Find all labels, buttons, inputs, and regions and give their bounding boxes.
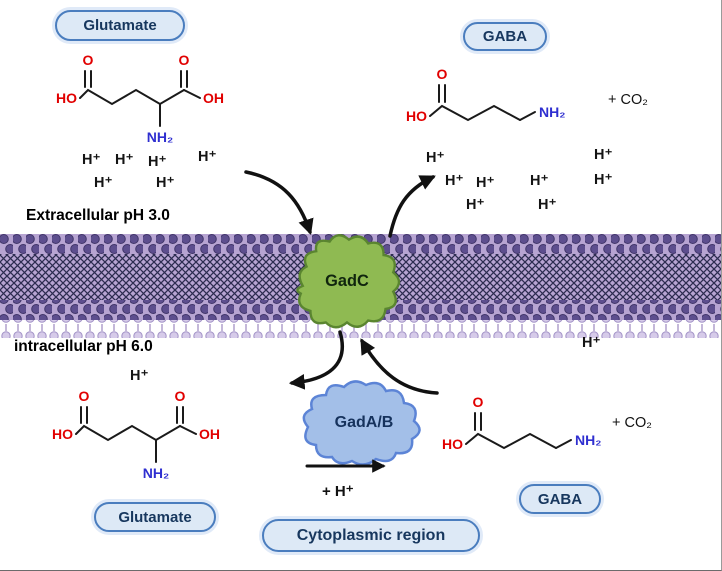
arrow-glutamate-into-gadc xyxy=(244,170,314,235)
cytoplasmic-region-pill: Cytoplasmic region xyxy=(262,519,480,552)
h-plus-ion: H⁺ xyxy=(594,147,613,163)
h-plus-ion: H⁺ xyxy=(426,150,445,166)
gadc-blob-shape xyxy=(296,234,401,329)
nh2-group: NH₂ xyxy=(143,465,169,481)
h-plus-ion: H⁺ xyxy=(445,173,464,189)
nh2-group: NH₂ xyxy=(147,129,173,145)
oh-group: OH xyxy=(199,426,220,442)
oxygen-atom: O xyxy=(437,66,448,82)
ho-group: HO xyxy=(406,108,427,124)
gadab-enzyme-blob: GadA/B xyxy=(302,380,421,466)
bond-lines xyxy=(75,406,197,463)
bond-lines xyxy=(79,70,201,127)
h-plus-ion: H⁺ xyxy=(156,175,175,191)
extracellular-ph-label: Extracellular pH 3.0 xyxy=(26,207,170,224)
gaba-pill-top-label: GABA xyxy=(482,28,528,45)
h-plus-ion: H⁺ xyxy=(538,197,557,213)
h-plus-ion: H⁺ xyxy=(582,335,601,351)
intracellular-ph-label: intracellular pH 6.0 xyxy=(14,338,153,355)
h-plus-ion: H⁺ xyxy=(148,154,167,170)
gaba-pill-top: GABA xyxy=(463,22,547,51)
h-plus-ion: H⁺ xyxy=(476,175,495,191)
cytoplasmic-region-label: Cytoplasmic region xyxy=(296,526,446,544)
glutamate-structure-top: HO O O OH NH₂ xyxy=(56,52,224,145)
glutamate-pill-bottom: Glutamate xyxy=(94,502,216,532)
ho-group: HO xyxy=(442,436,463,452)
glutamate-pill-top: Glutamate xyxy=(55,10,185,41)
oxygen-atom: O xyxy=(79,388,90,404)
glutamate-structure-bottom: HO O O OH NH₂ xyxy=(52,388,220,481)
co2-label-top: + CO₂ xyxy=(608,92,648,108)
nh2-group: NH₂ xyxy=(539,104,565,120)
h-plus-ion: H⁺ xyxy=(198,149,217,165)
bond-lines xyxy=(429,84,536,122)
oxygen-atom: O xyxy=(473,394,484,410)
gaba-structure-bottom: HO O NH₂ xyxy=(442,394,601,452)
oxygen-atom: O xyxy=(83,52,94,68)
gaba-structure-top: HO O NH₂ xyxy=(406,66,565,124)
gaba-pill-bottom: GABA xyxy=(519,484,601,514)
ho-group: HO xyxy=(56,90,77,106)
co2-label-bottom: + CO₂ xyxy=(612,415,652,431)
gadab-blob-shape xyxy=(302,380,421,466)
oxygen-atom: O xyxy=(175,388,186,404)
h-plus-ion: H⁺ xyxy=(94,175,113,191)
nh2-group: NH₂ xyxy=(575,432,601,448)
h-plus-ion: H⁺ xyxy=(594,172,613,188)
gadc-protein-blob: GadC xyxy=(296,234,401,329)
oh-group: OH xyxy=(203,90,224,106)
h-plus-ion: H⁺ xyxy=(82,152,101,168)
glutamate-pill-bottom-label: Glutamate xyxy=(118,508,192,526)
h-plus-ion: H⁺ xyxy=(115,152,134,168)
bond-lines xyxy=(465,412,572,450)
plus-h-label: + H⁺ xyxy=(322,483,354,500)
h-plus-ion: H⁺ xyxy=(130,368,149,384)
oxygen-atom: O xyxy=(179,52,190,68)
h-plus-ion: H⁺ xyxy=(466,197,485,213)
glutamate-pill-top-label: Glutamate xyxy=(83,17,157,34)
gadab-label: GadA/B xyxy=(335,414,394,431)
gadc-label: GadC xyxy=(325,272,369,290)
h-plus-ion: H⁺ xyxy=(530,173,549,189)
ho-group: HO xyxy=(52,426,73,442)
arrow-gaba-out-of-gadc xyxy=(388,175,436,238)
gaba-pill-bottom-label: GABA xyxy=(537,490,583,508)
